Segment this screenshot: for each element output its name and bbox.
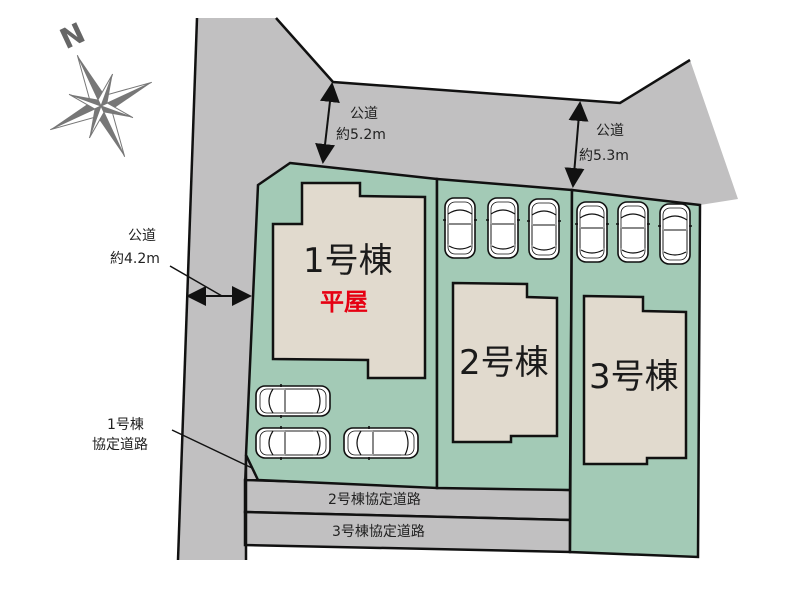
building-1[interactable]: [271, 181, 427, 380]
buildings: [271, 181, 688, 466]
lot3-private-road-label: 3号棟協定道路: [332, 524, 425, 540]
building-2[interactable]: [451, 281, 559, 444]
west-road-width: 約4.2m: [110, 251, 160, 267]
west-road-leader-line: [169, 265, 223, 297]
car-icon: [255, 383, 331, 419]
car-icon: [255, 425, 331, 461]
car-icon: [574, 201, 610, 263]
building-2-label: 2号棟: [459, 343, 549, 383]
northeast-road-width-arrow: [564, 101, 589, 188]
car-icon: [657, 203, 693, 265]
building-1-type-label: 平屋: [320, 288, 368, 316]
northeast-road-width: 約5.3m: [579, 148, 629, 164]
dimension-arrows: [169, 82, 589, 469]
lot1-private-road-label-1: 1号棟: [107, 417, 144, 433]
north-road-width: 約5.2m: [336, 127, 386, 143]
compass-rose-icon: N: [50, 16, 152, 157]
lot1-road-leader-line: [171, 429, 253, 469]
building-3[interactable]: [582, 294, 688, 466]
compass-north-label: N: [55, 16, 90, 56]
northeast-road-label: 公道: [596, 123, 624, 139]
car-icon: [343, 425, 419, 461]
north-road-width-arrow: [315, 82, 340, 164]
car-icon: [615, 201, 651, 263]
car-icon: [485, 197, 521, 259]
north-road-label: 公道: [350, 106, 378, 122]
west-road-label: 公道: [128, 228, 156, 244]
car-icon: [442, 197, 478, 259]
building-1-label: 1号棟: [303, 241, 393, 281]
lot2-private-road-label: 2号棟協定道路: [328, 492, 421, 508]
lot1-private-road-label-2: 協定道路: [92, 437, 148, 453]
car-icon: [526, 198, 562, 260]
building-3-label: 3号棟: [589, 357, 679, 397]
